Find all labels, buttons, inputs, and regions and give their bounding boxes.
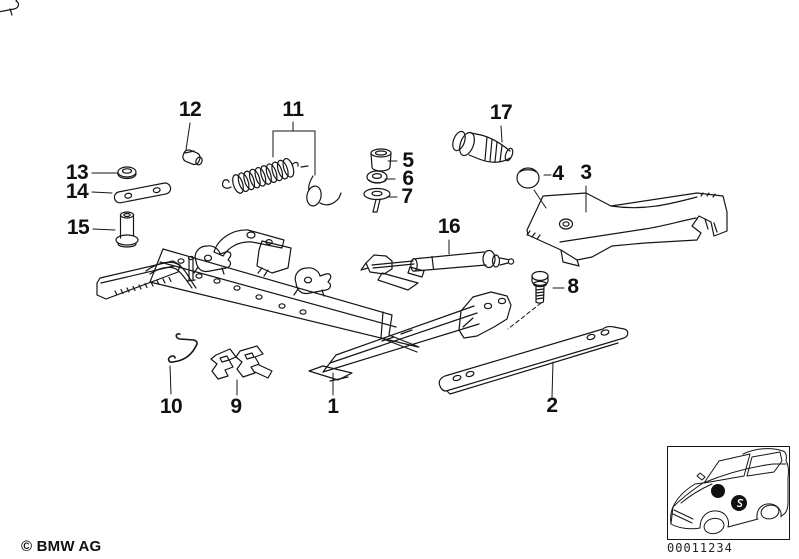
part-12-clip — [182, 149, 203, 166]
callout-4[interactable]: 4 — [552, 162, 564, 185]
callout-16[interactable]: 16 — [437, 215, 461, 238]
callout-6[interactable]: 6 — [402, 167, 414, 190]
part-10-wire-clip — [167, 333, 198, 363]
bmw-copyright: © BMW AG — [21, 538, 102, 555]
callout-5[interactable]: 5 — [402, 149, 414, 172]
callout-15[interactable]: 15 — [66, 216, 90, 239]
part-7-washer — [363, 187, 391, 213]
seat-frame-assembly — [0, 0, 512, 382]
part-13-washer — [117, 166, 137, 180]
part-8-bolt — [531, 270, 549, 304]
part-3-bracket — [526, 192, 728, 267]
callout-10[interactable]: 10 — [159, 395, 183, 418]
callout-8[interactable]: 8 — [567, 275, 579, 298]
part-4-cap — [516, 167, 540, 189]
part-2-mounting-bar — [438, 326, 629, 395]
part-location-marker-1 — [711, 484, 725, 498]
car-icon — [670, 448, 789, 535]
part-6-nut — [366, 170, 388, 184]
diagram-image-number: 00011234 — [667, 541, 733, 555]
car-location-thumbnail — [667, 446, 790, 540]
part-9-latch — [210, 345, 273, 380]
part-14-plate — [113, 182, 172, 204]
callout-12[interactable]: 12 — [178, 98, 202, 121]
callout-17[interactable]: 17 — [489, 101, 513, 124]
part-11-spring — [221, 157, 342, 207]
callout-11[interactable]: 11 — [282, 98, 304, 121]
callout-1[interactable]: 1 — [327, 395, 339, 418]
callout-13[interactable]: 13 — [65, 161, 89, 184]
callout-3[interactable]: 3 — [580, 161, 592, 184]
callout-7[interactable]: 7 — [401, 185, 413, 208]
part-15-pin — [115, 211, 139, 248]
callout-9[interactable]: 9 — [230, 395, 242, 418]
part-16-actuator — [360, 249, 515, 291]
part-5-bushing — [370, 148, 392, 172]
part-17-handle — [452, 130, 514, 163]
callout-14[interactable]: 14 — [65, 180, 89, 203]
callout-2[interactable]: 2 — [546, 394, 558, 417]
leader-lines — [91, 121, 587, 398]
